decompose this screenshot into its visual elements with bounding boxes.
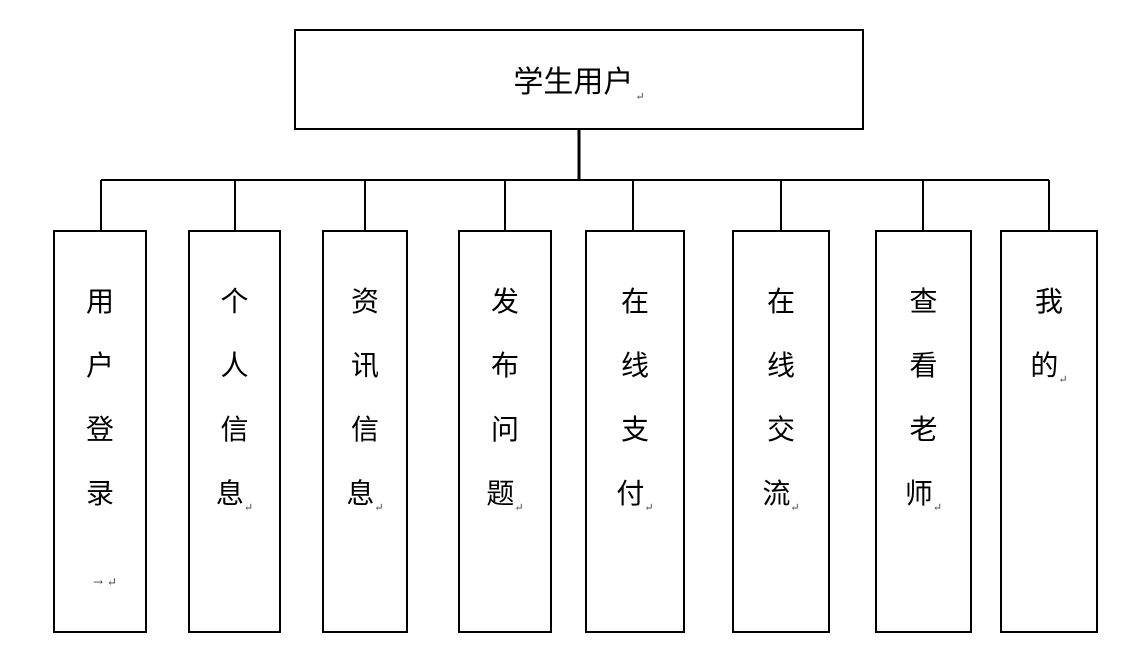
- child-node-char: 查: [909, 285, 938, 318]
- child-node-post-question: 发布问题↵: [458, 230, 552, 633]
- child-node-char: 布: [490, 349, 519, 382]
- child-node-char: 线: [766, 349, 795, 382]
- paragraph-mark-icon: ↵: [790, 501, 800, 514]
- child-node-char: 在: [620, 285, 649, 318]
- root-node-label: 学生用户↵: [296, 57, 862, 103]
- child-node-char: 题↵: [486, 462, 523, 526]
- child-node-char: 付↵: [616, 462, 653, 526]
- paragraph-mark-icon: ↵: [243, 501, 254, 514]
- paragraph-mark-icon: ↵: [514, 501, 524, 514]
- child-node-online-pay: 在线支付↵: [585, 230, 685, 633]
- child-node-char: 讯: [350, 349, 379, 382]
- child-node-view-teacher: 查看老师↵: [875, 230, 972, 633]
- child-node-mine: 我的↵: [1000, 230, 1098, 633]
- child-node-char-text: 的: [1030, 349, 1059, 382]
- child-node-news-info: 资讯信息↵: [322, 230, 408, 633]
- child-node-char-text: 题: [486, 477, 515, 510]
- child-node-char: 看: [909, 349, 938, 382]
- paragraph-mark-icon: ↵: [374, 501, 384, 514]
- child-node-char: 登: [85, 413, 114, 446]
- tab-and-paragraph-mark-icon: → ↵: [93, 575, 117, 589]
- paragraph-mark-icon: ↵: [932, 501, 943, 514]
- child-node-char-text: 付: [616, 477, 645, 510]
- child-node-char: 问: [490, 413, 519, 446]
- child-node-char-text: 息: [215, 477, 244, 510]
- child-node-char: 流↵: [762, 462, 799, 526]
- child-node-char: 线: [620, 349, 649, 382]
- child-node-char-text: 息: [346, 477, 375, 510]
- child-node-char: 的↵: [1030, 334, 1067, 398]
- paragraph-mark-icon: ↵: [1058, 373, 1068, 386]
- child-node-char: 息↵: [346, 462, 383, 526]
- paragraph-mark-icon: ↵: [635, 89, 645, 103]
- child-node-char: 资: [350, 285, 379, 318]
- root-node-text: 学生用户: [513, 64, 634, 100]
- child-node-char: 老: [909, 413, 938, 446]
- child-node-char: 我: [1034, 285, 1063, 318]
- root-node: 学生用户↵: [294, 29, 864, 130]
- child-node-char: 户: [85, 349, 114, 382]
- child-node-personal-info: 个人信息↵: [188, 230, 281, 633]
- child-node-char: 信: [350, 413, 379, 446]
- child-node-char: 支: [620, 413, 649, 446]
- child-node-online-chat: 在线交流↵: [732, 230, 830, 633]
- child-node-char: 信: [220, 413, 249, 446]
- child-node-user-login: 用户登录 → ↵: [53, 230, 147, 633]
- child-node-char: 发: [490, 285, 519, 318]
- child-node-char: 息↵: [216, 462, 253, 526]
- child-node-char-text: 流: [762, 477, 791, 510]
- child-node-char: 在: [766, 285, 795, 318]
- paragraph-mark-icon: ↵: [644, 501, 654, 514]
- child-node-char: 录: [85, 477, 114, 510]
- child-node-char: 用: [85, 285, 114, 318]
- child-node-char: 个: [220, 285, 249, 318]
- child-node-char: 师↵: [905, 462, 942, 526]
- child-node-char-text: 师: [904, 477, 933, 510]
- child-node-char: 交: [766, 413, 795, 446]
- child-node-char: 人: [220, 349, 249, 382]
